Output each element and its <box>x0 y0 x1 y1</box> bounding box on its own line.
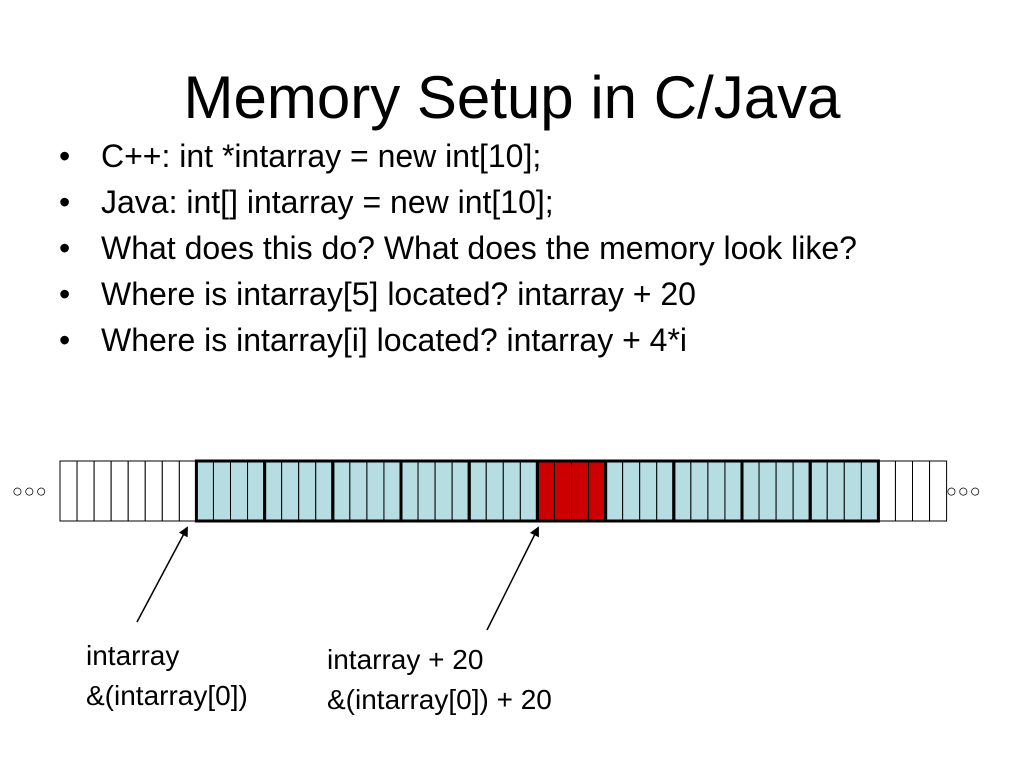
free-byte-cell <box>877 460 896 522</box>
allocated-byte-cell <box>264 460 283 522</box>
allocated-byte-cell <box>639 460 658 522</box>
bullet-item: • C++: int *intarray = new int[10]; <box>55 138 985 175</box>
bullet-item: • Where is intarray[5] located? intarray … <box>55 276 985 313</box>
slide-title: Memory Setup in C/Java <box>183 64 841 131</box>
bullet-item: • Where is intarray[i] located? intarray … <box>55 322 985 359</box>
allocated-byte-cell <box>502 460 521 522</box>
free-byte-cell <box>894 460 914 522</box>
free-byte-cell <box>76 460 95 522</box>
allocated-byte-cell <box>366 460 385 522</box>
allocated-byte-cell <box>195 460 214 522</box>
free-byte-cell <box>127 460 146 522</box>
allocated-byte-cell <box>792 460 811 522</box>
allocated-byte-cell <box>741 460 760 522</box>
bullet-text: Where is intarray[i] located? intarray +… <box>101 322 688 358</box>
allocated-byte-cell <box>383 460 402 522</box>
allocated-byte-cell <box>707 460 726 522</box>
allocated-byte-cell <box>519 460 538 522</box>
ellipsis-right: ○○○ <box>946 481 982 501</box>
allocated-byte-cell <box>247 460 266 522</box>
bullet-text: Java: int[] intarray = new int[10]; <box>101 184 554 220</box>
bullet-marker: • <box>59 138 71 174</box>
bullet-text: Where is intarray[5] located? intarray +… <box>101 276 696 312</box>
free-byte-cell <box>161 460 180 522</box>
allocated-byte-cell <box>451 460 470 522</box>
allocated-byte-cell <box>281 460 300 522</box>
bullet-marker: • <box>59 230 71 266</box>
allocated-byte-cell <box>656 460 675 522</box>
offset-address-expression: &(intarray[0]) + 20 <box>327 684 552 715</box>
highlighted-byte-cell <box>588 460 607 522</box>
allocated-byte-cell <box>298 460 317 522</box>
allocated-byte-cell <box>332 460 351 522</box>
free-byte-cell <box>59 460 78 522</box>
base-address-expression: &(intarray[0]) <box>86 680 248 711</box>
bullet-marker: • <box>59 184 71 220</box>
allocated-byte-cell <box>605 460 624 522</box>
allocated-byte-cell <box>809 460 828 522</box>
bullet-list: • C++: int *intarray = new int[10]; • Java… <box>55 138 985 368</box>
int-element-block <box>808 459 880 523</box>
allocated-byte-cell <box>775 460 794 522</box>
allocated-byte-cell <box>622 460 641 522</box>
allocated-byte-cell <box>826 460 845 522</box>
allocated-byte-cell <box>315 460 334 522</box>
allocated-byte-cell <box>758 460 777 522</box>
bullet-marker: • <box>59 322 71 358</box>
bullet-item: • What does this do? What does the memory… <box>55 230 985 267</box>
free-byte-cell <box>93 460 112 522</box>
offset-pointer-arrow <box>486 526 539 631</box>
allocated-byte-cell <box>212 460 231 522</box>
free-byte-cell <box>912 460 931 522</box>
base-address-label: intarray <box>86 640 180 671</box>
bullet-item: • Java: int[] intarray = new int[10]; <box>55 184 985 221</box>
allocated-byte-cell <box>724 460 743 522</box>
free-byte-cell <box>929 460 948 522</box>
allocated-byte-cell <box>417 460 436 522</box>
allocated-byte-cell <box>690 460 709 522</box>
highlighted-byte-cell <box>553 460 573 522</box>
free-byte-cell <box>178 460 197 522</box>
allocated-byte-cell <box>230 460 249 522</box>
free-byte-cell <box>144 460 163 522</box>
free-byte-cell <box>110 460 129 522</box>
allocated-byte-cell <box>349 460 368 522</box>
allocated-byte-cell <box>434 460 453 522</box>
highlighted-byte-cell <box>571 460 590 522</box>
allocated-byte-cell <box>400 460 419 522</box>
allocated-byte-cell <box>860 460 879 522</box>
base-pointer-arrow <box>136 526 188 623</box>
bullet-text: What does this do? What does the memory … <box>101 230 857 266</box>
ellipsis-left: ○○○ <box>12 481 48 501</box>
allocated-byte-cell <box>843 460 862 522</box>
int-blocks <box>194 459 880 523</box>
allocated-byte-cell <box>468 460 487 522</box>
bullet-marker: • <box>59 276 71 312</box>
allocated-byte-cell <box>673 460 692 522</box>
offset-address-label: intarray + 20 <box>327 644 484 675</box>
bullet-text: C++: int *intarray = new int[10]; <box>101 138 542 174</box>
highlighted-byte-cell <box>536 460 555 522</box>
memory-cells <box>59 460 948 522</box>
allocated-byte-cell <box>485 460 504 522</box>
